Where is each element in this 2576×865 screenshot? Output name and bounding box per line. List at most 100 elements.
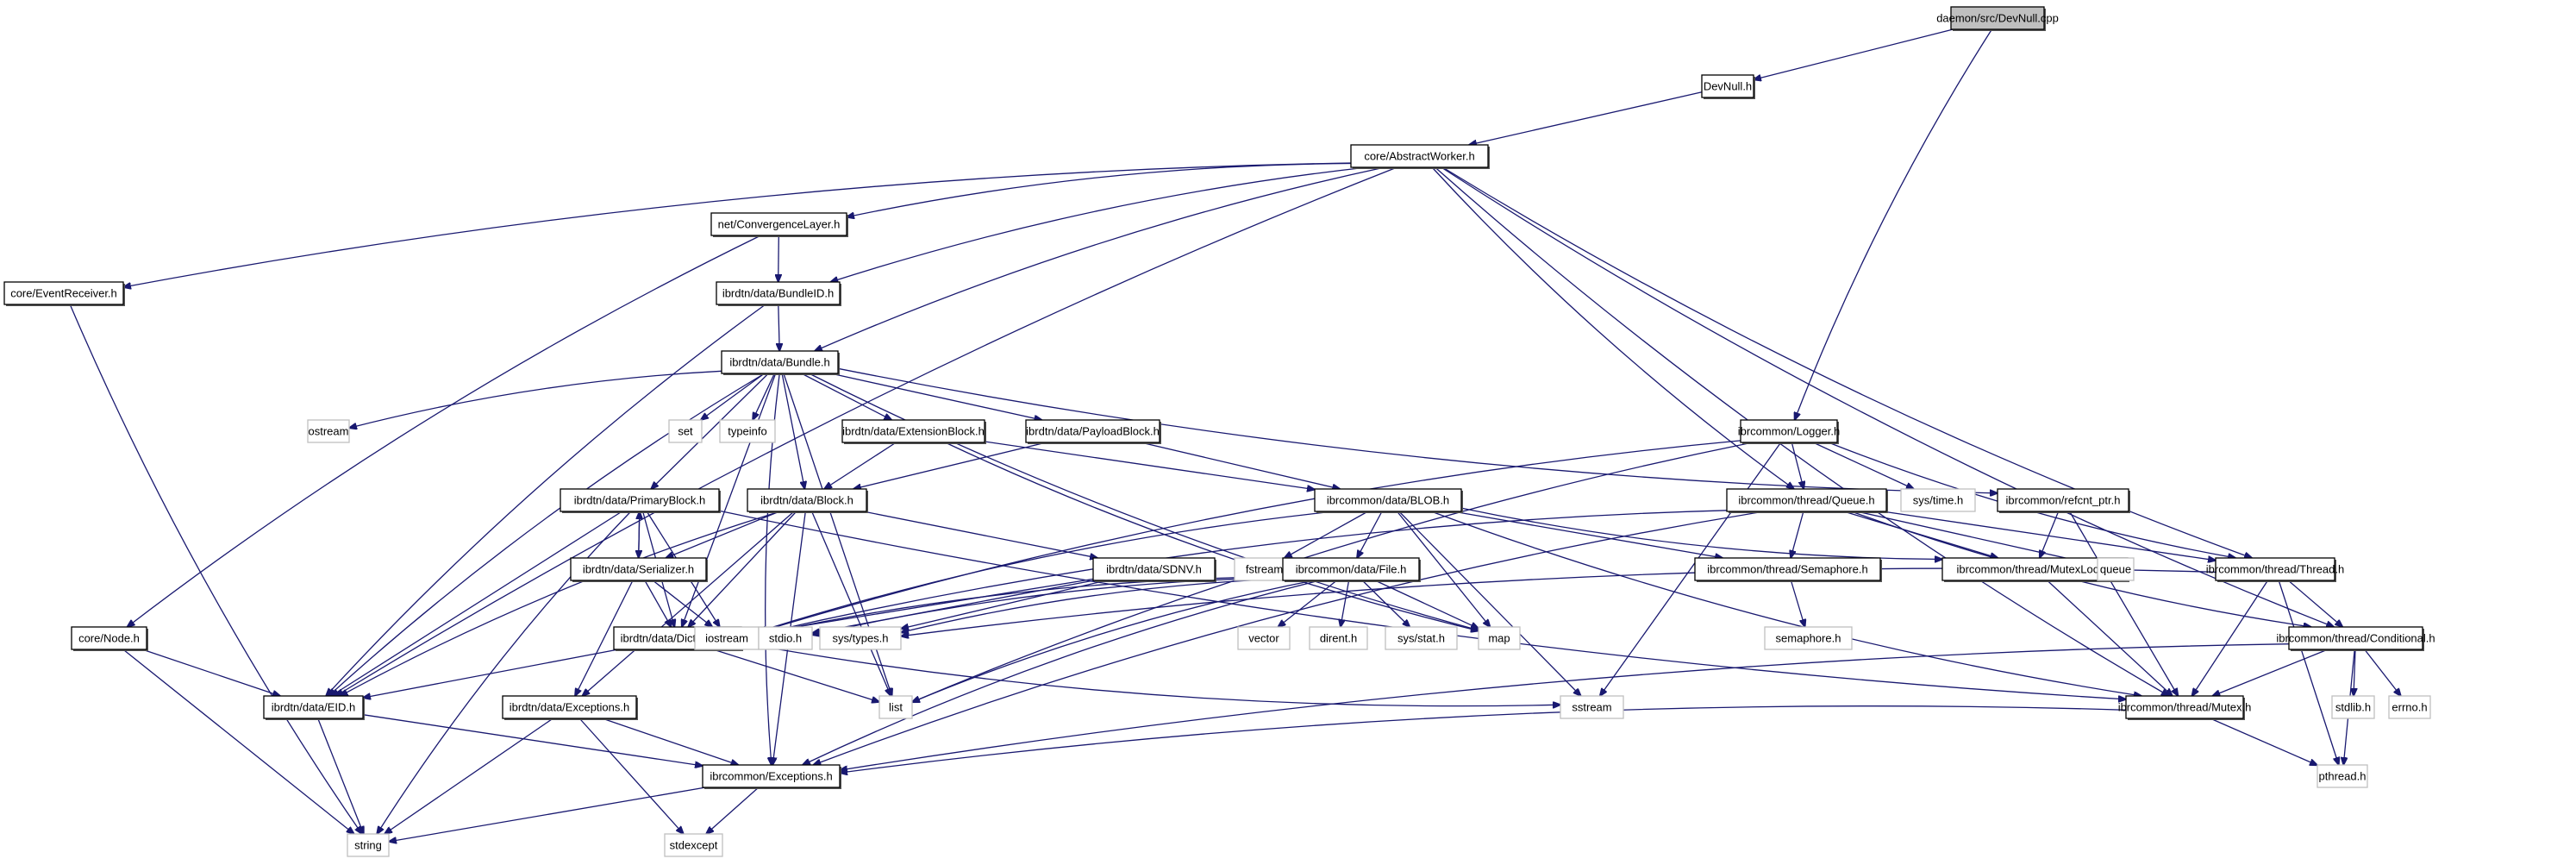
node-devnull_h[interactable]: DevNull.h (1701, 74, 1755, 99)
node-label: sys/types.h (832, 632, 888, 645)
node-block[interactable]: ibrdtn/data/Block.h (747, 488, 868, 513)
edge-convergencelayer-to-corenode (128, 235, 761, 627)
node-box (2097, 557, 2135, 581)
edge-queue_h-to-mutexlock (1843, 511, 1998, 558)
node-box (1560, 695, 1624, 719)
node-dtnexceptions[interactable]: ibrdtn/data/Exceptions.h (502, 695, 638, 720)
node-box (716, 281, 841, 305)
node-box (1025, 419, 1160, 443)
edge-conditional-to-stdlib (2354, 649, 2355, 696)
edge-convergencelayer-to-bundleid (778, 235, 779, 282)
edge-exceptions-to-string (389, 787, 706, 842)
node-box (694, 626, 760, 650)
edge-bundleid-to-bundle (778, 304, 779, 351)
node-box (1997, 488, 2129, 512)
edge-refcnt-to-mutex (2069, 511, 2179, 696)
node-box (841, 419, 985, 443)
node-string: string (347, 833, 390, 857)
node-root[interactable]: daemon/src/DevNull.cpp (1936, 6, 2059, 31)
node-box (819, 626, 902, 650)
node-label: set (678, 425, 693, 438)
edge-file-to-dirent (1341, 580, 1350, 627)
node-label: core/AbstractWorker.h (1364, 150, 1474, 163)
node-pthread: pthread.h (2317, 764, 2368, 788)
node-bundle[interactable]: ibrdtn/data/Bundle.h (721, 350, 840, 375)
edge-dtnexceptions-to-string (385, 718, 553, 834)
edge-eid-to-exceptions (362, 714, 703, 766)
node-label: queue (2100, 563, 2131, 576)
edge-root-to-devnull_h (1754, 28, 1954, 79)
edge-bundle-to-payloadblock (830, 373, 1042, 420)
edge-payloadblock-to-blob (1141, 442, 1340, 489)
edge-block-to-dtnexceptions (582, 511, 795, 696)
node-label: ibrcommon/Exceptions.h (710, 770, 832, 783)
edge-serializer-to-dictionary (644, 580, 672, 627)
node-eventreceiver[interactable]: core/EventReceiver.h (3, 281, 125, 306)
node-mutex[interactable]: ibrcommon/thread/Mutex.h (2118, 695, 2252, 720)
node-label: sys/stat.h (1397, 632, 1445, 645)
node-label: ibrcommon/thread/MutexLock.h (1956, 563, 2113, 576)
edge-dictionary-to-sstream (741, 642, 1560, 706)
edge-primaryblock-to-eid (331, 511, 622, 696)
node-logger[interactable]: ibrcommon/Logger.h (1738, 419, 1841, 444)
node-box (1950, 6, 2045, 30)
node-box (263, 695, 364, 719)
node-label: ibrcommon/thread/Conditional.h (2276, 632, 2435, 645)
node-stdexcept: stdexcept (664, 833, 723, 857)
node-sdnv[interactable]: ibrdtn/data/SDNV.h (1092, 557, 1216, 582)
edge-file-to-map (1374, 580, 1479, 629)
node-conditional[interactable]: ibrcommon/thread/Conditional.h (2276, 626, 2435, 651)
node-eid[interactable]: ibrdtn/data/EID.h (263, 695, 365, 720)
node-payloadblock[interactable]: ibrdtn/data/PayloadBlock.h (1025, 419, 1161, 444)
node-box (1764, 626, 1853, 650)
node-file[interactable]: ibrcommon/data/File.h (1282, 557, 1421, 582)
node-abstractworker[interactable]: core/AbstractWorker.h (1350, 144, 1490, 169)
node-box (3, 281, 124, 305)
edge-thread-to-conditional (2287, 580, 2342, 627)
edge-conditional-to-exceptions (840, 643, 2290, 770)
node-semaphore[interactable]: ibrcommon/thread/Semaphore.h (1694, 557, 1882, 582)
edge-blob-to-mutex (1430, 511, 2141, 696)
node-label: iostream (705, 632, 748, 645)
edge-blob-to-mutexlock (1460, 507, 1942, 559)
node-box (1092, 557, 1216, 581)
node-box (758, 626, 813, 650)
node-thread[interactable]: ibrcommon/thread/Thread.h (2206, 557, 2344, 582)
node-exceptions[interactable]: ibrcommon/Exceptions.h (702, 764, 841, 789)
edge-block-to-sdnv (863, 511, 1097, 558)
node-box (719, 419, 776, 443)
node-box (1478, 626, 1521, 650)
node-box (1237, 626, 1291, 650)
edge-blob-to-sstream (1398, 511, 1581, 696)
node-box (747, 488, 867, 512)
edge-root-to-logger (1795, 28, 1992, 420)
node-box (2388, 695, 2431, 719)
edge-logger-to-iostream (759, 440, 1741, 632)
node-blob[interactable]: ibrcommon/data/BLOB.h (1314, 488, 1463, 513)
edge-file-to-systypes (901, 578, 1284, 632)
node-label: map (1488, 632, 1510, 645)
node-bundleid[interactable]: ibrdtn/data/BundleID.h (716, 281, 841, 306)
edge-bundle-to-set (701, 373, 766, 420)
edge-corenode-to-string (122, 649, 354, 834)
edge-blob-to-iostream (759, 511, 1335, 631)
edge-abstractworker-to-mutex (1435, 166, 2169, 696)
edge-bundle-to-typeinfo (753, 373, 775, 420)
node-refcnt[interactable]: ibrcommon/refcnt_ptr.h (1997, 488, 2130, 513)
edge-block-to-dictionary (688, 511, 797, 627)
edge-refcnt-to-mutexlock (2040, 511, 2060, 558)
node-corenode[interactable]: core/Node.h (71, 626, 148, 651)
node-queue: queue (2097, 557, 2135, 581)
node-primaryblock[interactable]: ibrdtn/data/PrimaryBlock.h (560, 488, 721, 513)
node-convergencelayer[interactable]: net/ConvergenceLayer.h (710, 212, 848, 237)
edge-extensionblock-to-map (945, 442, 1479, 631)
edge-dictionary-to-eid (363, 649, 619, 698)
edge-bundle-to-ostream (349, 370, 722, 428)
node-systime: sys/time.h (1900, 488, 1976, 512)
node-queue_h[interactable]: ibrcommon/thread/Queue.h (1726, 488, 1888, 513)
node-label: ibrdtn/data/BundleID.h (722, 287, 834, 300)
node-extensionblock[interactable]: ibrdtn/data/ExtensionBlock.h (841, 419, 986, 444)
node-serializer[interactable]: ibrdtn/data/Serializer.h (570, 557, 708, 582)
node-label: ibrdtn/data/SDNV.h (1106, 563, 1202, 576)
node-label: ibrcommon/data/BLOB.h (1327, 494, 1449, 507)
